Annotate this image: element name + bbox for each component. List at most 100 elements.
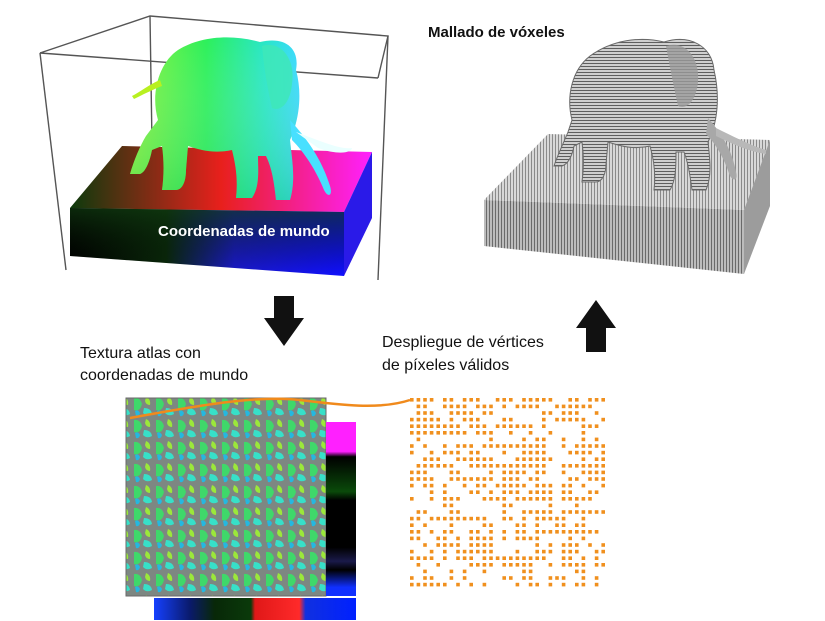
vertex-dot [429,490,434,494]
vertex-dot [489,497,493,501]
vertex-dot [594,464,599,468]
vertex-dot [575,464,579,468]
vertex-dot [561,523,566,527]
vertex-dot [535,582,539,587]
vertex-dot [502,444,506,448]
vertex-dot [462,457,467,461]
vertex-dot [515,556,520,560]
voxel-mesh-render: Mallado de vóxeles [428,24,770,274]
vertex-dot [568,450,572,455]
vertex-dot [542,483,546,488]
vertex-dot [581,510,586,514]
vertex-dot [601,444,605,448]
vertex-dot [449,417,454,422]
vertex-dot [482,516,487,521]
vertex-dot [495,464,500,468]
vertex-dot [575,582,579,587]
vertex-dot [462,569,467,574]
vertex-dot [443,543,447,547]
vertex-dot [575,477,579,481]
vertex-dot [423,510,427,514]
vertex-dot [423,444,427,448]
vertex-dot [456,543,460,547]
vertex-dot [410,470,414,475]
vertex-dot [568,490,572,494]
vertex-dot [561,516,566,521]
vertex-dot [476,404,480,409]
vertex-dot [575,549,579,554]
vertex-dot [462,404,467,409]
vertex-dot [594,444,599,448]
vertex-dot [502,563,506,567]
vertex-dot [416,510,421,514]
vertex-dot [528,457,533,461]
vertex-dot [561,444,566,448]
vertex-dot [449,411,454,415]
vertex-dot [489,444,493,448]
vertex-dot [502,510,506,514]
vertex-dot [548,576,553,580]
vertex-dot [429,582,434,587]
vertex-dot [535,437,539,442]
vertex-dot [489,530,493,534]
vertex-dot [522,530,526,534]
vertex-dot [456,536,460,541]
vertex-dot [575,530,579,534]
vertex-dot [469,530,473,534]
vertex-dot [581,470,586,475]
vertex-dot [482,404,487,409]
vertex-dot [410,424,414,428]
vertex-dot [581,523,586,527]
vertex-dot [581,483,586,488]
vertex-dot [449,576,454,580]
unfold-label-line2: de píxeles válidos [382,357,509,374]
vertex-dot [548,490,553,494]
vertex-dot [588,510,592,514]
vertex-dot [410,431,414,435]
vertex-dot [528,444,533,448]
vertex-dot [462,516,467,521]
vertex-dot [542,450,546,455]
vertex-dot [535,530,539,534]
vertex-dot [522,516,526,521]
vertex-dot [548,431,553,435]
vertex-dot [535,543,539,547]
vertex-dot [535,497,539,501]
vertex-dot [561,549,566,554]
vertex-dot [462,398,467,402]
vertex-dot [449,530,454,534]
vertex-dot [443,431,447,435]
vertex-dot [410,556,414,560]
vertex-dot [476,464,480,468]
vertex-dot [495,483,500,488]
vertex-dot [410,516,414,521]
vertex-dot [561,563,566,567]
vertex-dot [456,404,460,409]
vertex-dot [436,543,440,547]
vertex-dot [542,417,546,422]
vertex-dot [542,510,546,514]
vertex-dot [502,477,506,481]
vertex-dot [515,464,520,468]
vertex-dot [443,582,447,587]
vertex-dot [542,530,546,534]
vertex-dot [436,417,440,422]
vertex-dot [581,582,586,587]
vertex-dot [456,470,460,475]
vertex-dot [429,530,434,534]
vertex-dot [548,563,553,567]
vertex-dot [548,398,553,402]
vertex-dot [575,417,579,422]
vertex-dot [456,582,460,587]
vertex-dot [443,497,447,501]
vertex-dot [502,483,506,488]
vertex-dot [548,483,553,488]
vertex-dot [515,563,520,567]
vertex-dot [548,516,553,521]
vertex-dot [522,450,526,455]
vertex-dot [410,398,414,402]
vertex-dot [548,510,553,514]
vertex-dot [482,483,487,488]
vertex-dot [502,497,506,501]
vertex-dot [449,497,454,501]
